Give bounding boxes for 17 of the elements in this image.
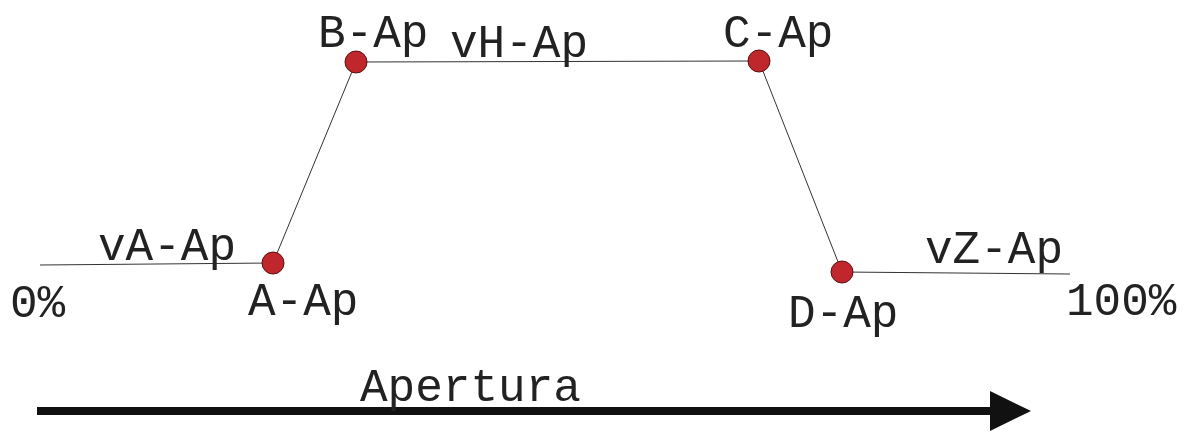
line-segment	[762, 70, 839, 263]
axis-label: Apertura	[360, 366, 581, 412]
point-label: C-Ap	[723, 12, 834, 58]
edge-label: vA-Ap	[98, 225, 237, 271]
line-segment	[366, 60, 749, 63]
point-marker	[830, 260, 854, 284]
scale-label: 0%	[10, 282, 66, 328]
line-segment	[276, 71, 353, 254]
point-label: A-Ap	[248, 280, 359, 326]
point-marker	[261, 251, 285, 275]
edge-label: vZ-Ap	[925, 228, 1064, 274]
edge-label: vH-Ap	[450, 22, 589, 68]
line-segment	[39, 262, 263, 266]
line-segment	[852, 271, 1071, 275]
scale-label: 100%	[1066, 280, 1177, 326]
point-label: D-Ap	[788, 292, 899, 338]
point-label: B-Ap	[318, 12, 429, 58]
